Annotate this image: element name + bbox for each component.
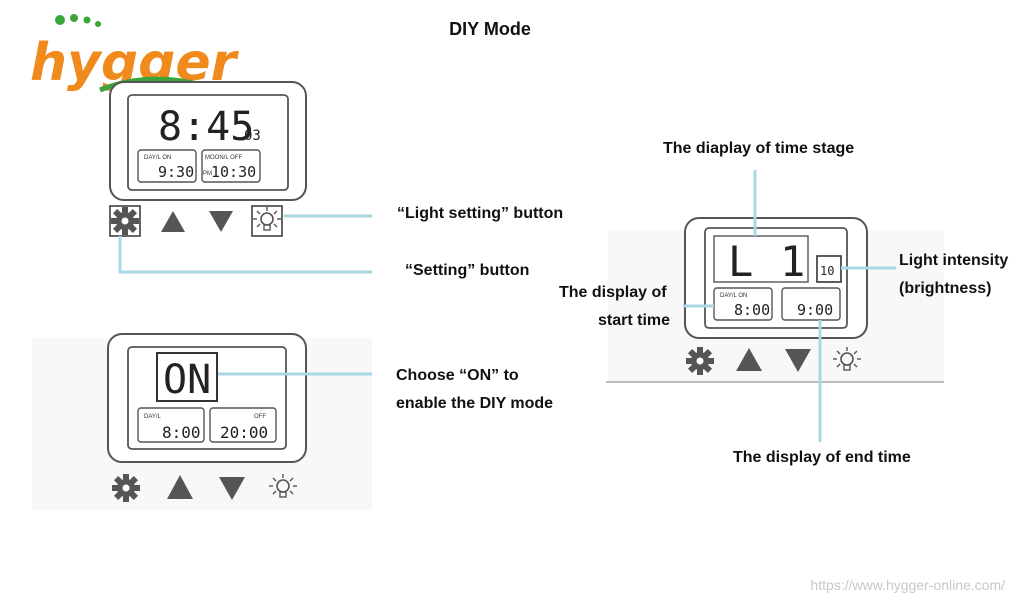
day-display: 03 xyxy=(244,128,261,144)
device-panel-1: 8:45 03 DAY/L ON 9:30 MOON/L OFF PM 10:3… xyxy=(109,81,307,201)
light-intensity-label-1: Light intensity xyxy=(899,252,1008,269)
panel-1-buttons xyxy=(109,205,283,237)
moonl-time: 10:30 xyxy=(211,163,256,181)
down-arrow-icon[interactable] xyxy=(209,211,233,232)
start-time-label-1: The display of xyxy=(559,284,667,301)
up-arrow-icon[interactable] xyxy=(736,348,762,371)
dayl-tag: DAY/L ON xyxy=(144,155,171,161)
moonl-pm: PM xyxy=(203,171,212,177)
on-display: ON xyxy=(163,357,211,403)
gear-icon[interactable] xyxy=(686,347,714,375)
watermark-url: https://www.hygger-online.com/ xyxy=(810,577,1005,593)
device-panel-3: L 1 10 DAY/L ON 8:00 9:00 xyxy=(684,217,868,339)
light-intensity-label-2: (brightness) xyxy=(899,280,991,297)
stage-number: 1 xyxy=(780,237,805,286)
down-arrow-icon[interactable] xyxy=(785,349,811,372)
time-stage-label: The diaplay of time stage xyxy=(663,140,854,157)
start-time-2: 8:00 xyxy=(162,423,201,442)
gear-icon[interactable] xyxy=(111,207,139,235)
light-setting-label: “Light setting” button xyxy=(397,205,563,222)
dayl-time: 9:30 xyxy=(158,163,194,181)
off-tag-2: OFF xyxy=(254,414,266,420)
down-arrow-icon[interactable] xyxy=(219,477,245,500)
up-arrow-icon[interactable] xyxy=(167,475,193,499)
start-time-3: 8:00 xyxy=(734,301,770,319)
stage-letter: L xyxy=(728,237,753,286)
device-panel-2: ON DAY/L 8:00 OFF 20:00 xyxy=(107,333,307,463)
setting-label: “Setting” button xyxy=(405,262,529,279)
moonl-tag: MOON/L OFF xyxy=(205,155,242,161)
choose-on-label-1: Choose “ON” to xyxy=(396,367,519,384)
leader-lines-panel-3 xyxy=(683,170,896,442)
intensity-value: 10 xyxy=(820,264,834,278)
panel-2-buttons xyxy=(112,473,298,502)
panel-3-buttons xyxy=(686,346,862,375)
leader-lines-panel-1 xyxy=(118,214,372,274)
clock-display: 8:45 xyxy=(158,104,254,150)
end-time-2: 20:00 xyxy=(220,423,268,442)
up-arrow-icon[interactable] xyxy=(161,211,185,232)
dayl-tag-2: DAY/L xyxy=(144,414,162,420)
page-title: DIY Mode xyxy=(449,19,531,39)
choose-on-label-2: enable the DIY mode xyxy=(396,395,553,412)
start-time-label-2: start time xyxy=(598,312,670,329)
end-time-label: The display of end time xyxy=(733,449,911,466)
dayl-tag-3: DAY/L ON xyxy=(720,293,747,299)
gear-icon[interactable] xyxy=(112,474,140,502)
end-time-3: 9:00 xyxy=(797,301,833,319)
